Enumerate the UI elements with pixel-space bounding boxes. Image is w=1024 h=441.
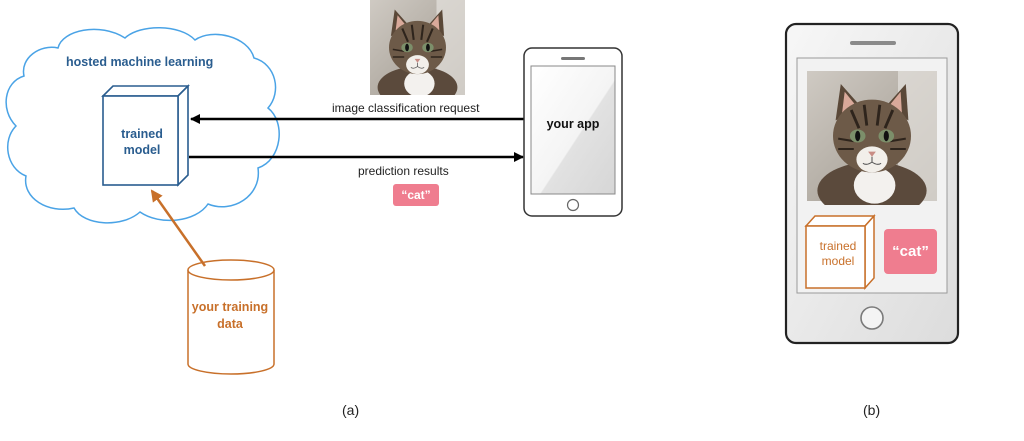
training-data-cylinder: [187, 259, 275, 375]
training-arrow: [150, 189, 207, 267]
app-label: your app: [546, 117, 600, 131]
trained-model-label: trained model: [121, 127, 163, 157]
training-data-label: your training data: [191, 300, 269, 331]
prediction-badge-b: “cat”: [884, 229, 937, 274]
phone-a: [523, 47, 623, 217]
caption-a: (a): [342, 402, 360, 418]
request-label: image classification request: [332, 101, 480, 115]
trained-model-box-b: [804, 214, 876, 290]
cat-photo: [369, 0, 466, 95]
cloud-title: hosted machine learning: [66, 55, 214, 69]
prediction-badge: “cat”: [393, 184, 439, 206]
cat-photo-b: [807, 69, 937, 205]
trained-model-label-b: trained model: [819, 239, 857, 268]
trained-model-box: [101, 84, 190, 187]
caption-b: (b): [863, 402, 881, 418]
results-label: prediction results: [358, 164, 449, 178]
